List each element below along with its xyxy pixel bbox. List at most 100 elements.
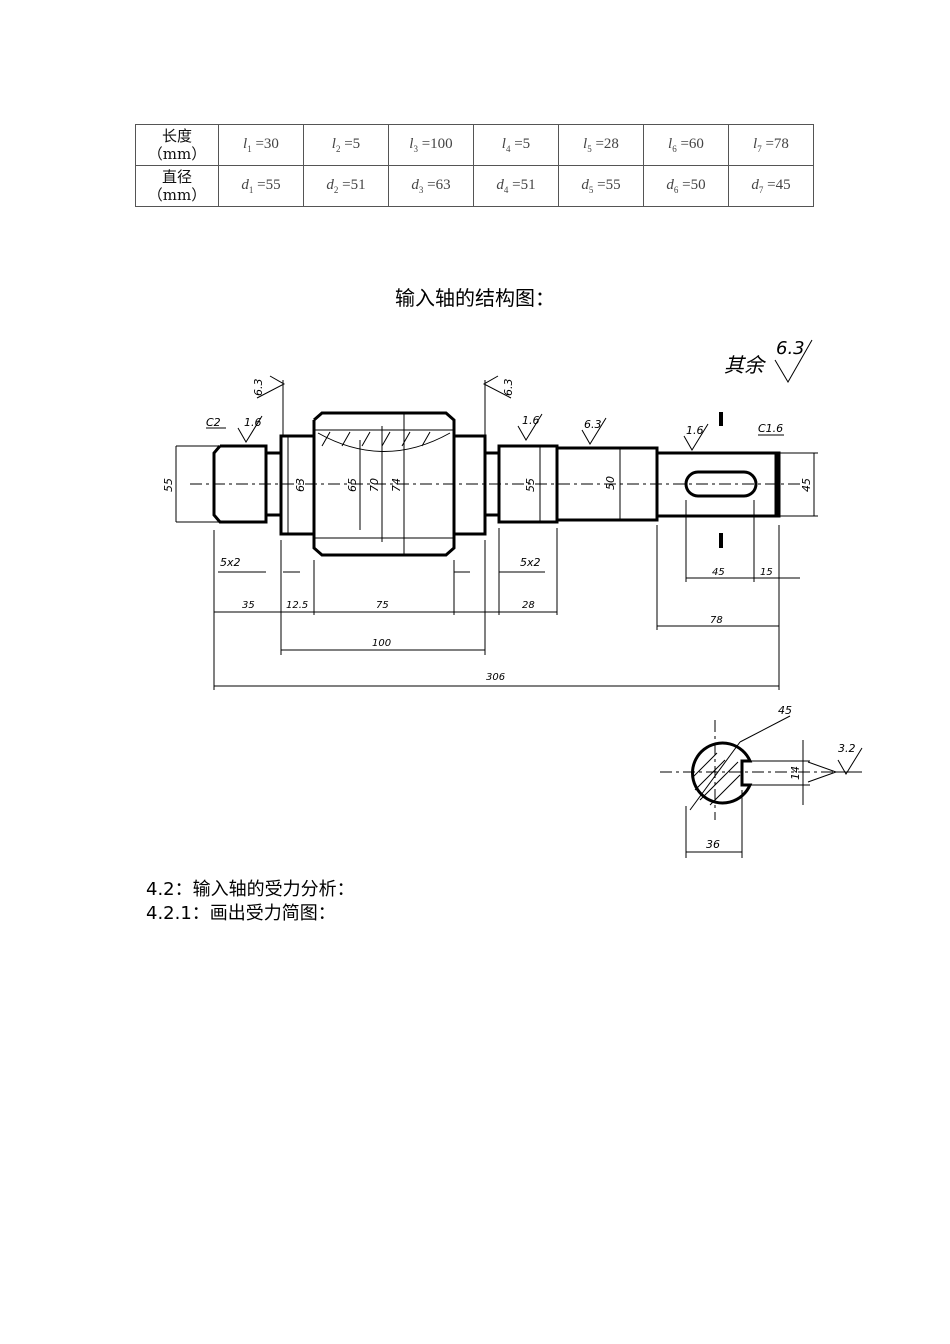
figure-caption: 输入轴的结构图：: [395, 286, 555, 310]
row-header-text: 直径: [161, 168, 192, 186]
roughness-mark: 1.6: [686, 424, 704, 437]
cell-value: =5: [344, 136, 361, 152]
table-cell: d4 =51: [473, 165, 559, 207]
shaft-outline: [212, 411, 781, 557]
dia-label: 50: [604, 476, 617, 490]
len-label: 35: [242, 600, 255, 611]
cell-symbol: l: [501, 136, 506, 152]
cell-value: =78: [765, 136, 789, 152]
cell-symbol: l: [243, 136, 248, 152]
dia-label: 65: [346, 478, 359, 492]
roughness-mark: 6.3: [252, 379, 265, 397]
row-header: 长度（mm）: [135, 124, 219, 166]
table-cell: d5 =55: [558, 165, 644, 207]
cell-value: =45: [767, 177, 791, 193]
cell-subscript: 7: [758, 185, 764, 195]
section-dia: 45: [778, 704, 792, 717]
cell-subscript: 2: [335, 144, 341, 154]
dia-label: 70: [368, 478, 381, 492]
cell-symbol: d: [666, 177, 674, 193]
row-header: 直径（mm）: [135, 165, 219, 207]
table-cell: d1 =55: [218, 165, 304, 207]
cell-symbol: d: [241, 177, 249, 193]
cell-subscript: 5: [588, 185, 594, 195]
len-label: 15: [760, 567, 773, 578]
cell-subscript: 6: [672, 144, 677, 154]
table-cell: l1 =30: [218, 124, 304, 166]
table-cell: l2 =5: [303, 124, 389, 166]
cell-symbol: l: [331, 136, 336, 152]
section-heading-4-2: 4.2：输入轴的受力分析：: [146, 879, 355, 900]
cell-value: =60: [680, 136, 704, 152]
cell-subscript: 7: [757, 144, 762, 154]
cell-value: =55: [257, 177, 281, 193]
section-key-width: 14: [789, 766, 802, 780]
roughness-mark: 3.2: [838, 742, 856, 755]
cell-subscript: 3: [418, 185, 424, 195]
table-cell: d2 =51: [303, 165, 389, 207]
cell-subscript: 6: [673, 185, 679, 195]
dia-label: 74: [390, 478, 403, 492]
row-header-text: 长度: [161, 127, 192, 145]
len-label: 12.5: [286, 600, 308, 611]
table-cell: d7 =45: [728, 165, 814, 207]
cell-symbol: l: [753, 136, 758, 152]
cell-value: =28: [595, 136, 619, 152]
groove-label: 5x2: [220, 556, 241, 569]
cell-subscript: 3: [413, 144, 418, 154]
row-header-text: （mm）: [147, 145, 207, 163]
cell-symbol: d: [326, 177, 334, 193]
cell-symbol: l: [583, 136, 588, 152]
roughness-default-label: 其余: [724, 353, 767, 377]
cell-subscript: 1: [248, 185, 254, 195]
dia-label: 63: [294, 478, 307, 492]
table-cell: d6 =50: [643, 165, 729, 207]
roughness-mark: 1.6: [244, 416, 262, 429]
len-label: 78: [710, 615, 723, 626]
row-header-text: （mm）: [147, 186, 207, 204]
table-cell: l6 =60: [643, 124, 729, 166]
len-label: 100: [372, 638, 391, 649]
cell-symbol: d: [581, 177, 589, 193]
dia-label: 45: [800, 478, 813, 492]
dia-label: 55: [162, 478, 175, 492]
section-heading-4-2-1: 4.2.1：画出受力简图：: [146, 903, 336, 924]
cell-subscript: 4: [505, 144, 511, 154]
table-cell: l7 =78: [728, 124, 814, 166]
cell-value: =63: [427, 177, 451, 193]
cell-symbol: d: [496, 177, 504, 193]
len-label: 45: [712, 567, 725, 578]
chamfer-c2: C2: [206, 416, 221, 429]
cell-subscript: 4: [503, 185, 509, 195]
len-label: 75: [376, 600, 389, 611]
cell-value: =55: [597, 177, 621, 193]
cell-symbol: l: [668, 136, 673, 152]
cell-subscript: 1: [247, 144, 252, 154]
roughness-mark: 6.3: [502, 379, 515, 397]
roughness-mark: 1.6: [522, 414, 540, 427]
cell-value: =100: [421, 136, 453, 152]
table-cell: d3 =63: [388, 165, 474, 207]
cell-value: =51: [512, 177, 536, 193]
cell-value: =30: [255, 136, 279, 152]
cell-value: =51: [342, 177, 366, 193]
cell-value: =5: [514, 136, 531, 152]
cell-symbol: d: [751, 177, 759, 193]
cell-value: =50: [682, 177, 706, 193]
cell-symbol: d: [411, 177, 419, 193]
table-cell: l4 =5: [473, 124, 559, 166]
roughness-mark: 6.3: [584, 418, 602, 431]
groove-label: 5x2: [520, 556, 541, 569]
len-label: 306: [486, 672, 505, 683]
cell-subscript: 2: [333, 185, 339, 195]
len-label: 28: [522, 600, 535, 611]
roughness-default-value: 6.3: [776, 338, 805, 359]
cell-symbol: l: [409, 136, 414, 152]
table-cell: l5 =28: [558, 124, 644, 166]
cell-subscript: 5: [587, 144, 592, 154]
section-depth: 36: [706, 838, 720, 851]
chamfer-c1-6: C1.6: [758, 422, 783, 435]
section-view: [660, 715, 862, 858]
